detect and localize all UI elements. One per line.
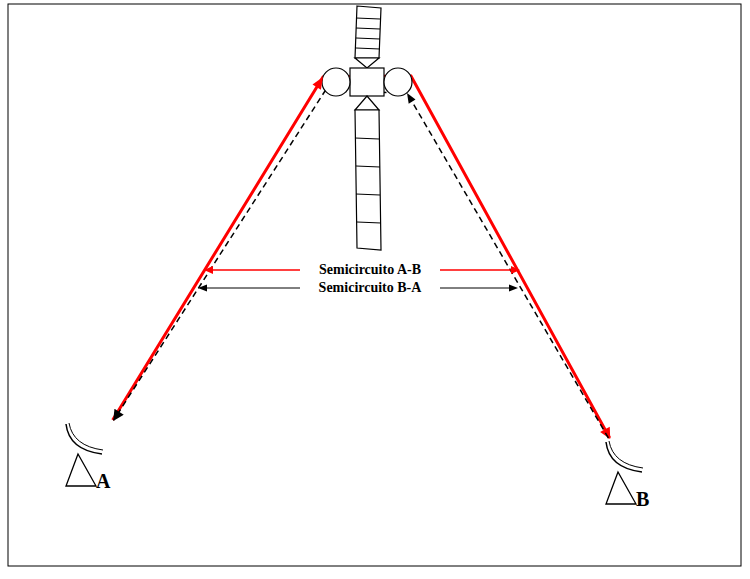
leader-arrowhead: [204, 266, 213, 274]
station-label: B: [636, 488, 649, 510]
leader-arrowhead: [509, 285, 518, 292]
panel-mount: [355, 96, 379, 110]
antenna-station: A: [60, 420, 120, 494]
signal-path: [114, 91, 609, 438]
panel-divider: [356, 166, 380, 167]
leader-arrow: [206, 288, 300, 289]
station-label: A: [96, 470, 110, 492]
leader-arrow: [440, 269, 512, 271]
panel-divider: [356, 48, 380, 49]
label-holder: Semicircuito A-B: [317, 262, 423, 278]
leader-arrowhead: [198, 285, 207, 292]
panel-divider: [355, 138, 379, 139]
dish-stand: [66, 454, 96, 486]
uplink-arrowhead: [313, 77, 324, 90]
frame-border: [8, 4, 741, 566]
signal-path: [113, 76, 610, 438]
panel-divider: [356, 38, 380, 39]
dish-reflector: [66, 424, 102, 454]
label-holder: Semicircuito B-A: [317, 280, 424, 296]
panel-mount: [355, 58, 379, 68]
panel-divider: [356, 18, 380, 19]
circuit-label: Semicircuito A-B: [317, 262, 423, 278]
uplink-arrowhead: [407, 93, 416, 104]
satellite-antenna: [384, 68, 412, 96]
solar-panel: [355, 6, 381, 58]
satellite-body: [350, 68, 384, 96]
dish-reflector: [609, 441, 643, 468]
dish-antenna: [600, 438, 660, 508]
solar-panel: [355, 110, 381, 250]
antenna-station: B: [600, 438, 660, 512]
leader-arrow: [212, 269, 300, 271]
panel-divider: [357, 222, 381, 223]
panel-divider: [356, 194, 380, 195]
circuit-label: Semicircuito B-A: [317, 280, 424, 296]
dish-antenna: [60, 420, 120, 490]
dish-reflector: [69, 423, 103, 450]
dish-reflector: [606, 442, 642, 472]
satellite-antenna: [322, 68, 350, 96]
leader-arrowhead: [511, 266, 520, 274]
leader-arrow: [440, 288, 510, 289]
dish-stand: [606, 472, 636, 504]
panel-divider: [356, 28, 380, 29]
satellite: [322, 6, 412, 250]
